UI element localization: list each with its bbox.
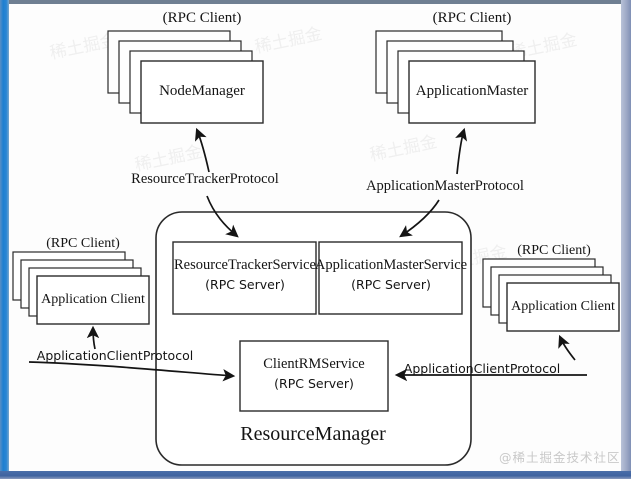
window-left-accent-bar: [0, 0, 9, 479]
edge-label-resource-tracker-protocol: ResourceTrackerProtocol: [131, 171, 279, 187]
app-client-right-caption: (RPC Client): [517, 243, 591, 258]
resource-tracker-service-sublabel: (RPC Server): [205, 277, 285, 292]
arrow-resource-tracker-to-nodemanager: [194, 127, 210, 173]
window-bottom-edge: [0, 471, 631, 479]
resource-tracker-service-label[interactable]: ResourceTrackerService: [174, 257, 316, 273]
window-right-edge: [621, 0, 631, 479]
application-master-service-box: [318, 241, 463, 315]
arrow-app-client-left-up: [86, 325, 100, 350]
app-client-left-caption: (RPC Client): [46, 236, 120, 251]
client-rm-service-label[interactable]: ClientRMService: [263, 356, 365, 372]
client-rm-service-sublabel: (RPC Server): [274, 376, 354, 391]
edge-label-application-master-protocol: ApplicationMasterProtocol: [366, 178, 524, 194]
watermark-bottom-right: @稀土掘金技术社区: [499, 450, 621, 465]
application-master-caption: (RPC Client): [432, 10, 512, 26]
application-master-stack: [375, 30, 536, 124]
app-client-right-label[interactable]: Application Client: [511, 299, 615, 314]
resource-tracker-service-box: [172, 241, 317, 315]
edge-label-application-client-protocol-right: ApplicationClientProtocol: [403, 361, 561, 376]
edge-label-application-client-protocol-left: ApplicationClientProtocol: [36, 348, 194, 363]
node-manager-label[interactable]: NodeManager: [159, 83, 245, 99]
client-rm-service-box: [239, 340, 389, 412]
arrow-app-client-right-up: [558, 334, 576, 361]
application-client-left-stack: [12, 251, 150, 325]
resource-manager-label[interactable]: ResourceManager: [240, 423, 386, 445]
application-client-right-stack: [482, 258, 620, 332]
application-master-service-label[interactable]: ApplicationMasterService: [314, 257, 468, 273]
arrow-resource-tracker-protocol-down: [206, 195, 239, 238]
diagram-vector-layer: [12, 30, 620, 466]
arrow-application-master-service-to-am: [455, 127, 468, 175]
arrow-app-client-protocol-left-to-rm: [28, 361, 236, 382]
app-client-left-label[interactable]: Application Client: [41, 292, 145, 307]
application-master-label[interactable]: ApplicationMaster: [415, 83, 529, 99]
node-manager-stack: [107, 30, 264, 124]
window-top-edge: [0, 0, 631, 4]
diagram-canvas: 稀土掘金 稀土掘金 稀土掘金 稀土掘金 稀土掘金 稀土掘金 稀土掘金: [9, 4, 621, 471]
node-manager-caption: (RPC Client): [162, 10, 242, 26]
application-master-service-sublabel: (RPC Server): [351, 277, 431, 292]
arrow-application-master-protocol-down: [399, 199, 440, 238]
